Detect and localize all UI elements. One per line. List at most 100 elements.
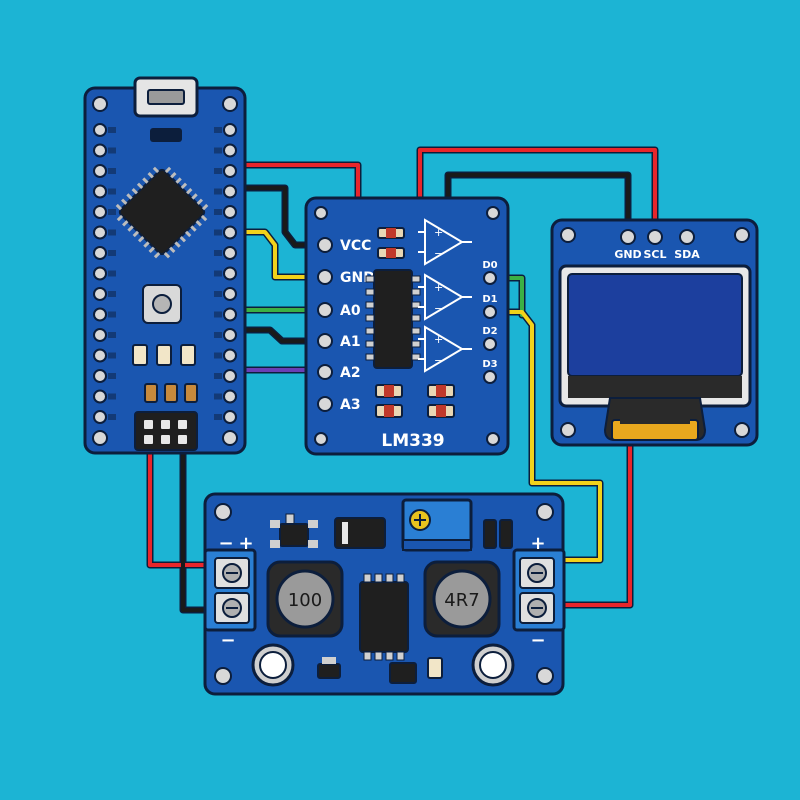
chip-leg <box>179 236 187 243</box>
diode <box>334 517 386 549</box>
dip-leg <box>411 327 421 335</box>
opamp-minus: − <box>434 302 443 315</box>
chip-leg <box>116 214 124 222</box>
chip-leg <box>195 220 202 227</box>
input-minus-label: − <box>218 533 233 554</box>
chip-leg <box>152 166 160 174</box>
nano-pin <box>93 287 107 301</box>
wire-red-oled-to-converter <box>558 438 632 607</box>
oled-pin-label: GND <box>614 248 641 261</box>
comparator-output-label: D1 <box>482 294 497 305</box>
nano-pin-silkscreen <box>214 393 222 400</box>
icsp-pin <box>161 420 170 429</box>
comparator-output-pin <box>483 305 497 319</box>
chip-leg <box>186 187 193 195</box>
nano-pin <box>223 266 237 281</box>
oled-pin <box>679 229 695 245</box>
dip-leg <box>365 340 375 348</box>
chip-leg <box>131 187 138 195</box>
comparator-input-label: A1 <box>340 334 361 350</box>
input-plus-label: + <box>238 533 253 554</box>
nano-pin <box>223 328 237 342</box>
nano-pin-silkscreen <box>214 127 222 133</box>
nano-pin <box>93 164 107 178</box>
nano-pin <box>223 410 237 424</box>
comparator-input-pin <box>317 302 333 318</box>
nano-pin <box>223 225 237 240</box>
nano-pin <box>93 389 107 404</box>
nano-pin <box>93 123 107 137</box>
chip-leg <box>153 251 161 259</box>
chip-leg <box>175 177 182 184</box>
input-screw-terminal[interactable] <box>203 548 257 632</box>
comparator-input-pin <box>317 396 333 412</box>
potentiometer[interactable] <box>401 498 473 552</box>
opamp-minus: − <box>434 247 443 260</box>
icsp-pin <box>144 435 153 444</box>
nano-pin-silkscreen <box>108 168 116 174</box>
oled-pin <box>647 229 663 245</box>
nano-pin-silkscreen <box>214 188 222 195</box>
comparator-input-label: A3 <box>340 397 361 413</box>
dip-leg <box>411 314 421 322</box>
output-screw-terminal[interactable] <box>512 548 566 632</box>
chip-leg <box>169 246 176 254</box>
nano-pin <box>93 205 107 219</box>
regulator-leg <box>374 651 383 661</box>
oled-pin-label: SDA <box>674 248 700 261</box>
chip-leg <box>137 236 145 243</box>
nano-pin-silkscreen <box>108 250 116 256</box>
dip-leg <box>365 288 375 296</box>
smd-component <box>322 657 336 664</box>
arduino-nano-icon <box>83 76 247 455</box>
chip-leg <box>148 246 155 254</box>
comparator-input-pin <box>317 269 333 285</box>
comparator-output-label: D3 <box>482 359 497 370</box>
opamp-plus: + <box>434 281 443 294</box>
nano-pin-silkscreen <box>214 311 222 318</box>
nano-pin <box>223 205 237 219</box>
nano-pin <box>93 225 107 240</box>
capacitor-small <box>499 519 513 549</box>
nano-pin <box>93 369 107 383</box>
nano-pin-silkscreen <box>214 209 222 215</box>
dip-leg <box>365 327 375 335</box>
regulator-ic <box>359 573 409 661</box>
smd-component <box>317 663 341 679</box>
regulator-leg <box>385 573 394 583</box>
nano-pin-header-left <box>93 123 116 424</box>
chip-leg <box>142 177 149 184</box>
nano-pin <box>223 307 237 322</box>
regulator-leg <box>374 573 383 583</box>
chip-leg <box>164 166 172 174</box>
chip-leg <box>190 225 197 232</box>
regulator-leg <box>385 651 394 661</box>
smd-led <box>427 657 443 679</box>
comparator-input-label: VCC <box>340 238 371 254</box>
wire-yellow-nano-to-gnd <box>230 230 327 279</box>
chip-leg <box>191 193 198 200</box>
chip-leg <box>184 230 192 238</box>
opamp-symbols: +−+−+− <box>418 218 472 373</box>
comparator-resistors-bottom <box>375 384 455 418</box>
output-plus-label: + <box>530 533 545 554</box>
chip-leg <box>126 193 133 200</box>
nano-pin <box>223 369 237 383</box>
nano-pin <box>223 246 237 260</box>
chip-leg <box>127 225 134 232</box>
chip-leg <box>170 172 177 179</box>
wire-red-nano-to-converter <box>148 448 217 567</box>
regulator-leg <box>363 651 372 661</box>
comparator-output-label: D0 <box>482 260 497 271</box>
comparator-output-pin <box>483 271 497 285</box>
wire-yellow-d1-to-converter <box>486 310 602 562</box>
regulator-leg <box>396 573 405 583</box>
smd-diode <box>389 662 417 684</box>
nano-pin-silkscreen <box>214 147 222 154</box>
input-minus-label-bottom: − <box>220 630 235 651</box>
dip-leg <box>365 301 375 309</box>
nano-pin-silkscreen <box>214 352 222 359</box>
opamp-triangle <box>424 218 464 266</box>
